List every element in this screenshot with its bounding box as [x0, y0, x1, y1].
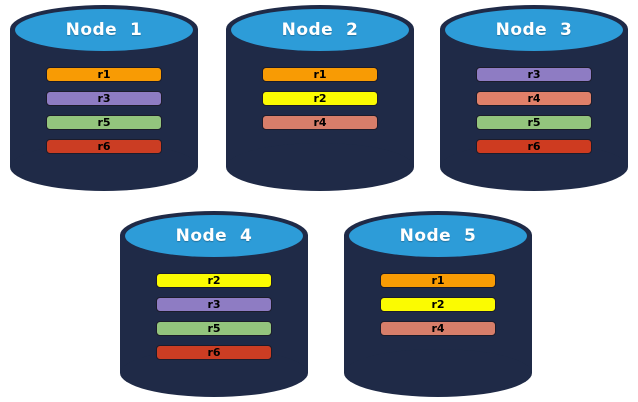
replica-label: r2	[431, 298, 445, 311]
replica-bar: r4	[380, 321, 496, 336]
replica-bar: r4	[476, 91, 592, 106]
cylinder-top-face: Node 5	[349, 215, 527, 257]
replica-label: r6	[97, 140, 111, 153]
replica-list: r1 r3 r5 r6	[46, 67, 162, 163]
replica-label: r3	[97, 92, 111, 105]
node-title: Node 3	[495, 20, 573, 40]
node-5-cylinder: Node 5 r1 r2 r4	[344, 211, 532, 397]
cylinder-top-face: Node 3	[445, 9, 623, 51]
cylinder-top-face: Node 4	[125, 215, 303, 257]
replica-bar: r6	[476, 139, 592, 154]
node-title: Node 5	[399, 226, 477, 246]
replica-list: r1 r2 r4	[380, 273, 496, 345]
replica-bar: r1	[380, 273, 496, 288]
replica-bar: r1	[46, 67, 162, 82]
cylinder-bottom-cap	[344, 349, 532, 397]
replica-list: r3 r4 r5 r6	[476, 67, 592, 163]
replica-bar: r6	[46, 139, 162, 154]
replica-label: r3	[207, 298, 221, 311]
replica-bar: r3	[46, 91, 162, 106]
replica-bar: r5	[156, 321, 272, 336]
replica-label: r5	[527, 116, 541, 129]
cylinder-top-face: Node 2	[231, 9, 409, 51]
replica-label: r1	[431, 274, 445, 287]
replica-label: r2	[313, 92, 327, 105]
node-2-cylinder: Node 2 r1 r2 r4	[226, 5, 414, 191]
replica-label: r1	[313, 68, 327, 81]
replica-bar: r1	[262, 67, 378, 82]
replica-list: r1 r2 r4	[262, 67, 378, 139]
replica-label: r6	[527, 140, 541, 153]
replica-label: r3	[527, 68, 541, 81]
node-title: Node 4	[175, 226, 253, 246]
replica-label: r4	[313, 116, 327, 129]
replica-label: r6	[207, 346, 221, 359]
replica-bar: r2	[262, 91, 378, 106]
replica-label: r4	[431, 322, 445, 335]
replica-bar: r2	[380, 297, 496, 312]
node-title: Node 2	[281, 20, 359, 40]
replica-label: r5	[207, 322, 221, 335]
replica-bar: r5	[476, 115, 592, 130]
replica-bar: r5	[46, 115, 162, 130]
node-4-cylinder: Node 4 r2 r3 r5 r6	[120, 211, 308, 397]
cylinder-bottom-cap	[226, 143, 414, 191]
node-1-cylinder: Node 1 r1 r3 r5 r6	[10, 5, 198, 191]
replica-bar: r6	[156, 345, 272, 360]
replica-bar: r3	[156, 297, 272, 312]
replica-bar: r2	[156, 273, 272, 288]
replica-bar: r4	[262, 115, 378, 130]
replica-list: r2 r3 r5 r6	[156, 273, 272, 369]
node-3-cylinder: Node 3 r3 r4 r5 r6	[440, 5, 628, 191]
replica-label: r2	[207, 274, 221, 287]
cylinder-top-face: Node 1	[15, 9, 193, 51]
replica-bar: r3	[476, 67, 592, 82]
replica-label: r5	[97, 116, 111, 129]
node-title: Node 1	[65, 20, 143, 40]
replica-label: r1	[97, 68, 111, 81]
replica-label: r4	[527, 92, 541, 105]
